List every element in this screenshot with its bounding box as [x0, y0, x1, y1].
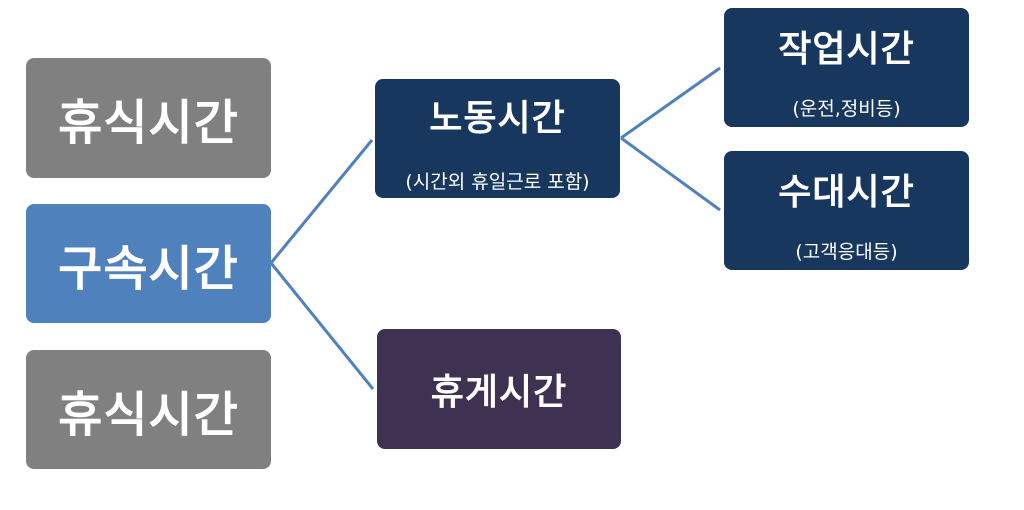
wait-time-box: 수대시간 (고객응대등): [724, 151, 969, 270]
break-time-box: 휴게시간: [377, 329, 621, 449]
labor-time-label: 노동시간: [429, 98, 566, 139]
labor-time-box: 노동시간 (시간외 휴일근로 포함): [375, 79, 620, 198]
work-time-note: (운전,정비등): [792, 98, 901, 120]
rest-time-label-top: 휴식시간: [58, 95, 239, 151]
edge-restraint-labor: [269, 139, 374, 264]
edge-labor-wait: [620, 136, 721, 212]
rest-time-label-bottom: 휴식시간: [58, 386, 239, 443]
restraint-time-box: 구속시간: [26, 204, 271, 323]
wait-time-note: (고객응대등): [795, 241, 898, 263]
edge-labor-work: [620, 66, 721, 140]
work-time-label: 작업시간: [778, 29, 915, 70]
break-time-label: 휴게시간: [430, 372, 568, 413]
rest-time-box-bottom: 휴식시간: [26, 350, 271, 469]
wait-time-label: 수대시간: [778, 172, 915, 213]
restraint-time-label: 구속시간: [58, 240, 239, 297]
work-time-box: 작업시간 (운전,정비등): [724, 8, 969, 127]
labor-time-note: (시간외 휴일근로 포함): [405, 171, 590, 193]
rest-time-box-top: 휴식시간: [26, 58, 271, 178]
edge-restraint-break: [269, 262, 375, 390]
